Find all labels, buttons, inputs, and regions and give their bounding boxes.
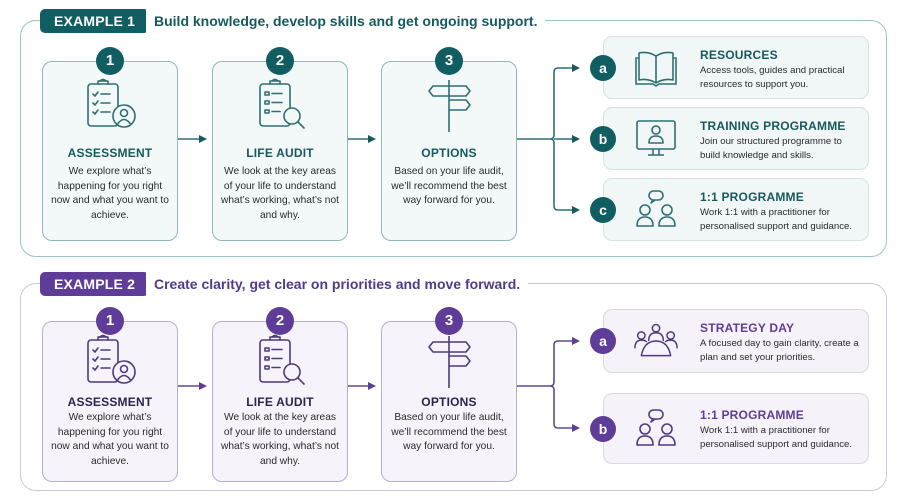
option-letter-badge: b bbox=[590, 125, 616, 152]
step-title: ASSESSMENT bbox=[67, 146, 153, 160]
step-card-assessment: 1 ASSESSMENT We explore what’s happening… bbox=[42, 47, 178, 241]
option-title: TRAINING PROGRAMME bbox=[700, 119, 846, 133]
open-book-icon bbox=[635, 51, 677, 87]
step-title: LIFE AUDIT bbox=[246, 146, 314, 160]
option-title: STRATEGY DAY bbox=[700, 321, 795, 335]
clipboard-magnifier-icon bbox=[259, 334, 305, 385]
example-tag: EXAMPLE 1 bbox=[40, 9, 150, 33]
option-card-1-1-programme: c 1:1 PROGRAMME Work 1:1 with a practiti… bbox=[590, 178, 869, 241]
option-title: 1:1 PROGRAMME bbox=[700, 190, 804, 204]
step-number-badge: 2 bbox=[266, 307, 294, 335]
step-description: We look at the key areas of your life to… bbox=[221, 412, 339, 467]
step-card-options: 3 OPTIONS Based on your life audit, we’l… bbox=[381, 307, 517, 482]
option-letter-badge: a bbox=[590, 328, 616, 354]
option-description: A focused day to gain clarity, create a … bbox=[700, 338, 859, 363]
step-number-badge: 3 bbox=[435, 307, 463, 335]
option-letter-badge: c bbox=[590, 196, 616, 223]
option-description: Access tools, guides and practical resou… bbox=[700, 65, 845, 90]
option-description: Work 1:1 with a practitioner for persona… bbox=[700, 207, 853, 232]
step-card-life-audit: 2 LIFE AUDIT We look at the key areas of… bbox=[212, 307, 348, 482]
step-description: We look at the key areas of your life to… bbox=[221, 166, 339, 221]
step-title: LIFE AUDIT bbox=[246, 395, 314, 409]
option-card-training-programme: b TRAINING PROGRAMME Join our structured… bbox=[590, 107, 869, 170]
step-number-badge: 3 bbox=[435, 47, 463, 75]
step-description: We explore what’s happening for you righ… bbox=[51, 412, 169, 467]
step-title: OPTIONS bbox=[421, 395, 477, 409]
option-card-strategy-day: a STRATEGY DAY A focused day to gain cla… bbox=[590, 309, 869, 373]
step-card-options: 3 OPTIONS Based on your life audit, we’l… bbox=[381, 47, 517, 241]
option-letter-badge: b bbox=[590, 415, 616, 442]
step-card-assessment: 1 ASSESSMENT We explore what’s happening… bbox=[42, 307, 178, 482]
option-description: Work 1:1 with a practitioner for persona… bbox=[700, 425, 853, 450]
two-people-speech-icon bbox=[636, 408, 676, 446]
option-card-resources: a RESOURCES Access tools, guides and pra… bbox=[590, 36, 869, 99]
example-headline: Create clarity, get clear on priorities … bbox=[146, 272, 529, 296]
clipboard-magnifier-icon bbox=[259, 78, 305, 129]
signpost-icon bbox=[428, 80, 471, 132]
monitor-person-icon bbox=[636, 119, 676, 156]
option-title: 1:1 PROGRAMME bbox=[700, 408, 804, 422]
example-tag: EXAMPLE 2 bbox=[40, 272, 150, 296]
option-letter-badge: a bbox=[590, 54, 616, 81]
step-description: We explore what’s happening for you righ… bbox=[51, 166, 169, 221]
two-people-speech-icon bbox=[636, 189, 676, 227]
step-title: ASSESSMENT bbox=[67, 395, 153, 409]
step-description: Based on your life audit, we’ll recommen… bbox=[391, 412, 507, 452]
clipboard-checklist-person-icon bbox=[87, 78, 136, 128]
option-title: RESOURCES bbox=[700, 48, 778, 62]
step-title: OPTIONS bbox=[421, 146, 477, 160]
step-card-life-audit: 2 LIFE AUDIT We look at the key areas of… bbox=[212, 47, 348, 241]
step-number-badge: 2 bbox=[266, 47, 294, 75]
step-number-badge: 1 bbox=[96, 307, 124, 335]
step-number-badge: 1 bbox=[96, 47, 124, 75]
step-description: Based on your life audit, we’ll recommen… bbox=[391, 166, 507, 206]
option-card-1-1-programme: b 1:1 PROGRAMME Work 1:1 with a practiti… bbox=[590, 393, 869, 464]
example-headline: Build knowledge, develop skills and get … bbox=[146, 9, 546, 33]
group-meeting-icon bbox=[634, 323, 678, 357]
clipboard-checklist-person-icon bbox=[87, 334, 136, 384]
signpost-icon bbox=[428, 336, 471, 388]
option-description: Join our structured programme to build k… bbox=[700, 136, 842, 161]
